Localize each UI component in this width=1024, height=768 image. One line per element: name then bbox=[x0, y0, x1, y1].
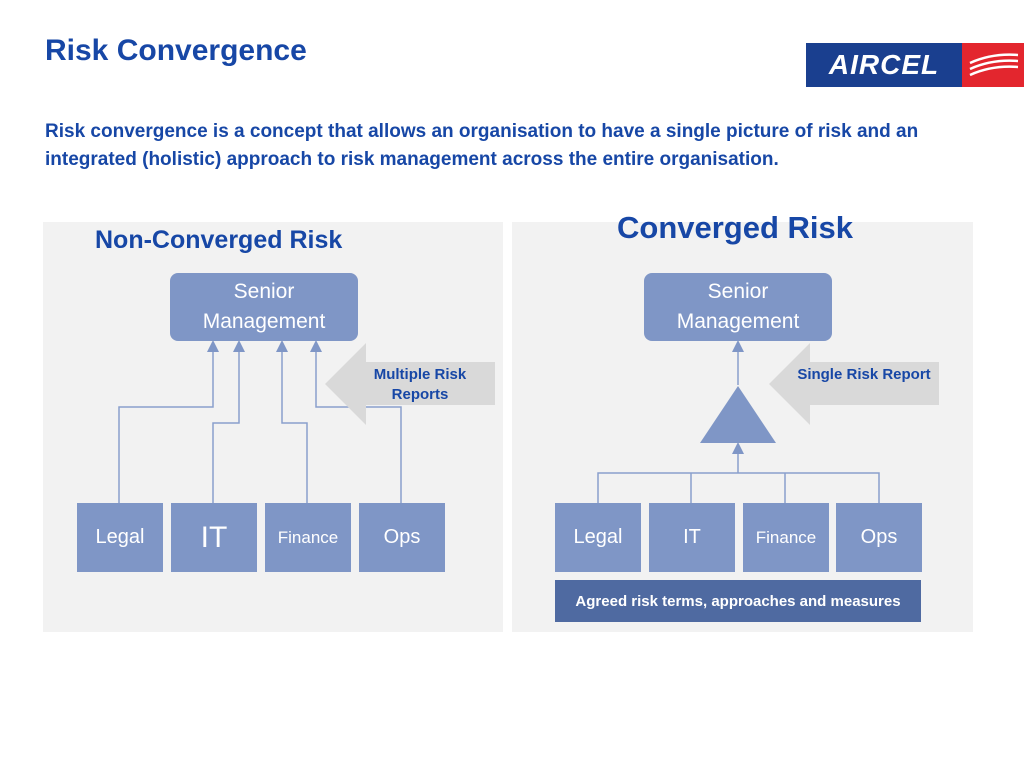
logo-wordmark: AIRCEL bbox=[806, 43, 962, 87]
senior-management-box-right: Senior Management bbox=[644, 273, 832, 341]
connector-legal bbox=[118, 340, 219, 503]
swoosh-icon bbox=[969, 53, 1019, 77]
dept-legal-right: Legal bbox=[555, 503, 641, 572]
aircel-logo: AIRCEL bbox=[806, 43, 1024, 87]
senior-management-box-left: Senior Management bbox=[170, 273, 358, 341]
converged-heading: Converged Risk bbox=[617, 210, 854, 245]
dept-it-left: IT bbox=[171, 503, 257, 572]
connector-finance bbox=[276, 340, 308, 503]
multiple-reports-arrow bbox=[325, 343, 495, 425]
dept-ops-right: Ops bbox=[836, 503, 922, 572]
agreed-terms-bar: Agreed risk terms, approaches and measur… bbox=[555, 580, 921, 622]
aggregation-triangle bbox=[700, 386, 776, 443]
single-risk-report-label: Single Risk Report bbox=[797, 366, 931, 383]
connector-it bbox=[212, 340, 245, 503]
dept-legal-left: Legal bbox=[77, 503, 163, 572]
multiple-risk-reports-label: Multiple Risk Reports bbox=[373, 366, 467, 403]
non-converged-heading: Non-Converged Risk bbox=[95, 226, 343, 254]
dept-finance-left: Finance bbox=[265, 503, 351, 572]
slide-title: Risk Convergence bbox=[45, 34, 307, 67]
connector-bus bbox=[597, 472, 880, 503]
intro-paragraph: Risk convergence is a concept that allow… bbox=[45, 121, 919, 170]
dept-finance-right: Finance bbox=[743, 503, 829, 572]
dept-ops-left: Ops bbox=[359, 503, 445, 572]
logo-swoosh bbox=[962, 43, 1024, 87]
dept-it-right: IT bbox=[649, 503, 735, 572]
single-report-arrow bbox=[769, 343, 939, 425]
